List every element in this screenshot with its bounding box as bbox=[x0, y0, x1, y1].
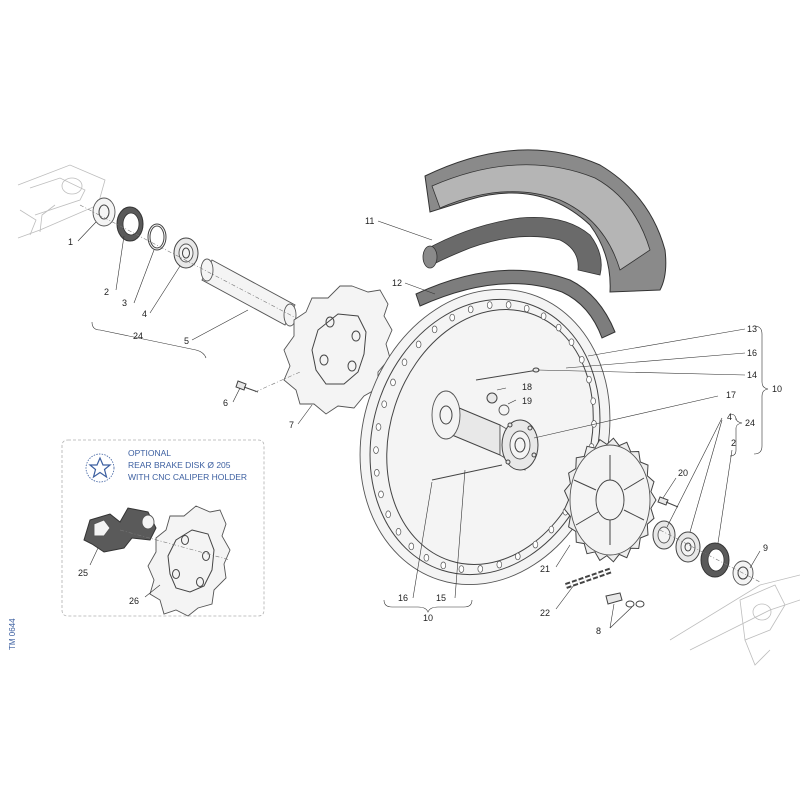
callout-3: 3 bbox=[122, 298, 127, 308]
spoke-hole bbox=[486, 301, 493, 309]
callout-17: 17 bbox=[726, 390, 736, 400]
spoke-hole bbox=[548, 525, 555, 534]
circlip-3 bbox=[147, 223, 167, 251]
spoke-hole bbox=[395, 528, 402, 536]
spoke-hole bbox=[458, 565, 465, 573]
callout-10-right: 10 bbox=[772, 384, 782, 394]
spoke-hole bbox=[431, 325, 438, 334]
drawing-code: TM 0644 bbox=[8, 618, 17, 650]
optional-disk-label: REAR BRAKE DISK Ø 205 bbox=[128, 460, 231, 470]
callout-24-left: 24 bbox=[133, 331, 143, 341]
callout-16-bottom: 16 bbox=[398, 593, 408, 603]
spoke-hole bbox=[449, 313, 455, 322]
left-bearing-1 bbox=[92, 197, 116, 227]
callout-4-left: 4 bbox=[142, 309, 147, 319]
callout-22: 22 bbox=[540, 608, 550, 618]
master-link-8 bbox=[605, 592, 645, 608]
sprocket-carrier-17 bbox=[501, 419, 539, 471]
spoke-hole bbox=[381, 400, 387, 408]
wheel-spacer-5 bbox=[200, 258, 297, 327]
spoke-hole bbox=[467, 305, 474, 314]
spoke-hole bbox=[568, 338, 575, 346]
nut-18-washer-19 bbox=[486, 392, 510, 416]
callout-4-right: 4 bbox=[727, 412, 732, 422]
spoke-hole bbox=[440, 561, 447, 570]
oil-seal-2-left bbox=[116, 206, 144, 242]
callout-1: 1 bbox=[68, 237, 73, 247]
sprocket-screw-20 bbox=[657, 496, 679, 508]
callout-7: 7 bbox=[289, 420, 294, 430]
optional-label: OPTIONAL bbox=[128, 448, 171, 458]
callout-5: 5 bbox=[184, 336, 189, 346]
callout-14: 14 bbox=[747, 370, 757, 380]
spoke-hole bbox=[375, 423, 382, 431]
spoke-hole bbox=[523, 304, 530, 313]
spoke-hole bbox=[496, 560, 503, 569]
spoke-hole bbox=[555, 323, 562, 332]
spoke-hole bbox=[590, 397, 596, 405]
spoke-hole bbox=[378, 490, 384, 499]
spoke-hole bbox=[373, 446, 379, 454]
callout-18: 18 bbox=[522, 382, 532, 392]
spoke-hole bbox=[586, 375, 592, 384]
spoke-hole bbox=[505, 301, 512, 309]
spoke-hole bbox=[385, 510, 391, 519]
callout-13: 13 bbox=[747, 324, 757, 334]
spoke-hole bbox=[540, 312, 547, 320]
spoke-16 bbox=[431, 369, 539, 481]
callout-12: 12 bbox=[392, 278, 402, 288]
spoke-hole bbox=[390, 378, 396, 387]
spoke-hole bbox=[532, 540, 539, 549]
left-swingarm bbox=[17, 164, 106, 239]
spoke-hole bbox=[374, 469, 380, 477]
callout-8: 8 bbox=[596, 626, 601, 636]
optional-holder-label: WITH CNC CALIPER HOLDER bbox=[128, 472, 247, 482]
tyre-11 bbox=[422, 149, 667, 293]
spoke-hole bbox=[477, 565, 484, 573]
callout-25: 25 bbox=[78, 568, 88, 578]
callout-21: 21 bbox=[540, 564, 550, 574]
callout-15: 15 bbox=[436, 593, 446, 603]
star-stamp-icon bbox=[85, 453, 115, 483]
rear-sprocket-21 bbox=[563, 437, 657, 563]
rim-band-12 bbox=[415, 269, 616, 339]
optional-kit-box: OPTIONAL REAR BRAKE DISK Ø 205 WITH CNC … bbox=[61, 439, 265, 617]
bearing-24-right bbox=[675, 531, 701, 563]
callout-2-left: 2 bbox=[104, 287, 109, 297]
callout-2-right: 2 bbox=[731, 438, 736, 448]
callout-24-right: 24 bbox=[745, 418, 755, 428]
drive-chain-22 bbox=[565, 567, 613, 589]
disc-screw-6 bbox=[235, 380, 259, 393]
bearing-4-right bbox=[652, 520, 676, 550]
spoke-hole bbox=[579, 355, 585, 364]
spoke-hole bbox=[515, 552, 521, 561]
bearing-4-left bbox=[173, 237, 199, 269]
callout-20: 20 bbox=[678, 468, 688, 478]
spoke-hole bbox=[415, 340, 422, 349]
callout-6: 6 bbox=[223, 398, 228, 408]
callout-26: 26 bbox=[129, 596, 139, 606]
spoke-hole bbox=[401, 358, 408, 367]
optional-brake-disc-26 bbox=[147, 505, 231, 617]
right-swingarm bbox=[669, 574, 800, 666]
spoke-hole bbox=[408, 542, 415, 551]
callout-19: 19 bbox=[522, 396, 532, 406]
callout-9: 9 bbox=[763, 543, 768, 553]
brake-disc-7 bbox=[283, 285, 393, 415]
callout-10-bottom: 10 bbox=[423, 613, 433, 623]
leader-lines bbox=[77, 220, 769, 629]
callout-numbers: 1 2 3 4 24 5 6 7 11 12 13 16 14 18 19 17… bbox=[68, 216, 782, 636]
oil-seal-2-right bbox=[700, 542, 730, 578]
callout-11: 11 bbox=[365, 216, 374, 226]
callout-16-top: 16 bbox=[747, 348, 757, 358]
spoke-hole bbox=[423, 554, 430, 562]
